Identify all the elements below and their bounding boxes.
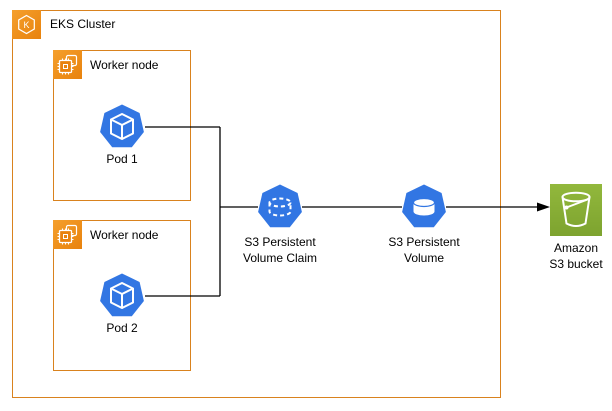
- eks-cluster-boundary: [12, 10, 501, 398]
- worker-node-1-label: Worker node: [90, 58, 159, 72]
- ec2-instance-chip-icon: [53, 220, 82, 249]
- eks-kubernetes-icon: K: [12, 10, 41, 39]
- k8s-pod-icon: [99, 273, 145, 322]
- k8s-pod-icon: [99, 104, 145, 153]
- pv-label-line1: S3 Persistent: [388, 235, 460, 249]
- pvc-label-line2: Volume Claim: [242, 251, 318, 265]
- s3-bucket-label-line2: S3 bucket: [549, 257, 603, 271]
- s3-bucket-label: Amazon S3 bucket: [549, 240, 602, 272]
- pvc-label: S3 Persistent Volume Claim: [243, 234, 317, 266]
- pod-1-label: Pod 1: [106, 152, 138, 166]
- s3-bucket-icon: [550, 184, 602, 239]
- eks-cluster-label: EKS Cluster: [50, 17, 116, 31]
- pv-label-line2: Volume: [403, 251, 445, 265]
- k8s-persistent-volume-claim-icon: [257, 184, 303, 233]
- pvc-label-line1: S3 Persistent: [244, 235, 316, 249]
- pv-label: S3 Persistent Volume: [388, 234, 459, 266]
- k8s-persistent-volume-icon: [401, 184, 447, 233]
- ec2-instance-chip-icon: [53, 50, 82, 79]
- arrowhead-icon: [537, 202, 550, 212]
- svg-text:K: K: [23, 20, 29, 30]
- s3-bucket-label-line1: Amazon: [553, 241, 599, 255]
- pod-2-label: Pod 2: [106, 321, 138, 335]
- worker-node-2-label: Worker node: [90, 228, 159, 242]
